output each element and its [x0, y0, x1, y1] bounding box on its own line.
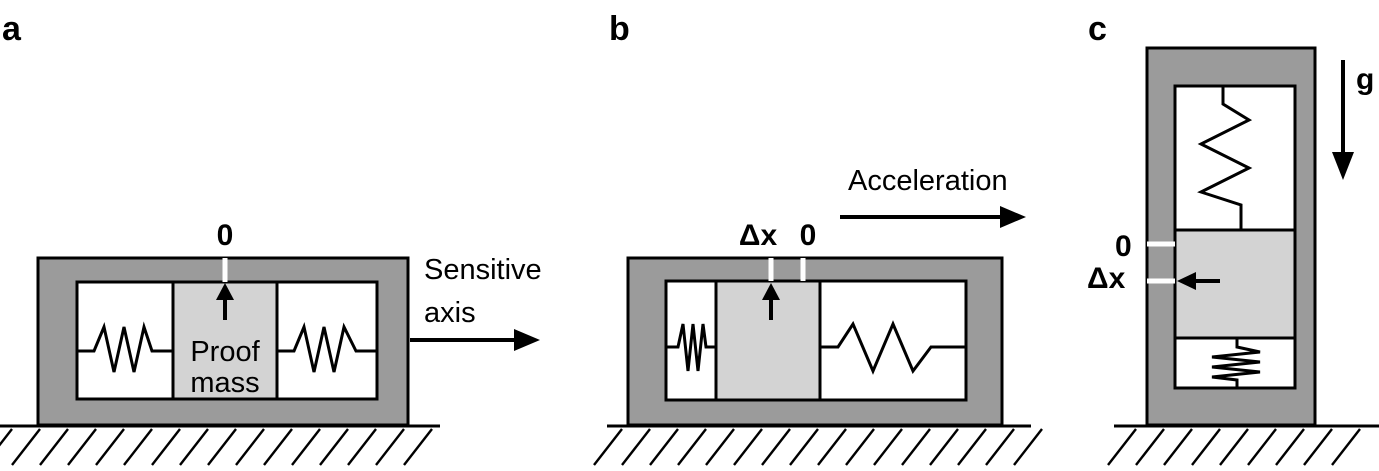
panel-a-ground: [0, 424, 440, 466]
panel-c: c 0 Δx: [1087, 10, 1379, 466]
panel-b-acceleration-arrowhead: [1000, 206, 1026, 228]
panel-b-label: b: [609, 10, 630, 48]
panel-c-label: c: [1088, 10, 1107, 48]
panel-c-zero-label: 0: [1115, 230, 1132, 263]
panel-a: a: [0, 10, 542, 466]
panel-b-zero-label: 0: [800, 219, 817, 252]
panel-b-ground: [593, 424, 1043, 466]
panel-a-right-spring: [277, 322, 377, 373]
panel-c-delta-label: Δx: [1087, 262, 1126, 295]
panel-a-axis-label-line1: Sensitive: [424, 254, 542, 286]
panel-b-left-spring: [666, 323, 716, 372]
panel-a-axis-arrowhead: [514, 329, 540, 351]
panel-b-right-spring: [820, 320, 966, 375]
panel-a-mass-label-line1: Proof: [190, 336, 260, 368]
panel-b-proof-mass: [714, 279, 822, 402]
panel-a-zero-label: 0: [217, 219, 234, 252]
panel-b-delta-label: Δx: [739, 219, 778, 252]
panel-a-pointer-arrowhead: [216, 283, 234, 300]
panel-a-left-spring: [77, 321, 173, 373]
panel-b: b: [593, 10, 1043, 466]
panel-c-gravity-label: g: [1356, 63, 1374, 96]
panel-c-top-spring: [1197, 86, 1253, 230]
panel-b-acceleration-label: Acceleration: [848, 165, 1008, 197]
panel-c-ground: [1107, 424, 1379, 466]
panel-c-pointer-arrowhead: [1177, 272, 1196, 290]
panel-c-bottom-spring: [1211, 338, 1261, 388]
panel-b-pointer-arrowhead: [762, 283, 780, 300]
panel-a-mass-label-line2: mass: [190, 367, 259, 399]
panel-a-axis-label-line2: axis: [424, 297, 476, 329]
panel-c-gravity-arrowhead: [1332, 152, 1354, 180]
panel-a-label: a: [2, 10, 22, 48]
